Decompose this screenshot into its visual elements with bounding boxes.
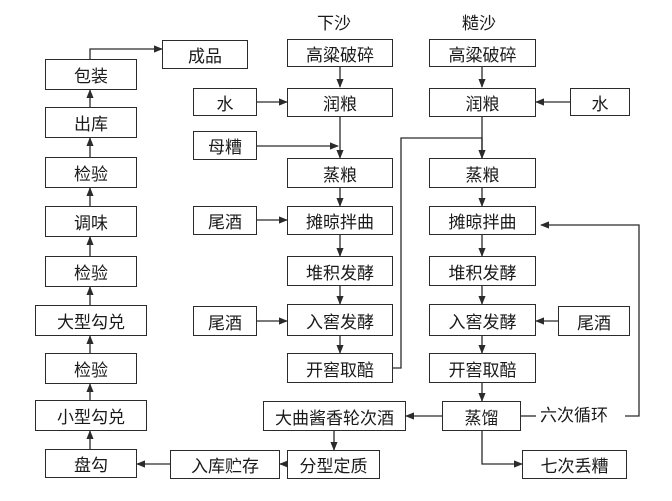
zaosha-water-box: 水 — [570, 88, 630, 116]
zaosha-open-box: 开窖取醅 — [429, 353, 536, 383]
distill-box: 蒸馏 — [442, 401, 521, 431]
arrow-cycle-return — [540, 221, 640, 417]
zaosha-cellar-box: 入窖发酵 — [429, 304, 536, 336]
check-2-box: 检验 — [45, 256, 137, 287]
storage-box: 入库贮存 — [170, 450, 280, 479]
xiasha-tail-liquor-box: 尾酒 — [193, 206, 257, 235]
zaosha-moisten-box: 润粮 — [429, 88, 536, 117]
out-box: 出库 — [45, 107, 137, 138]
xiasha-water-box: 水 — [193, 88, 257, 116]
discard-box: 七次丢糟 — [522, 450, 627, 479]
xiasha-tail-liquor-2-box: 尾酒 — [193, 306, 257, 336]
mother-grains-box: 母糟 — [193, 131, 257, 160]
check-1-box: 检验 — [45, 353, 137, 384]
zaosha-spread-box: 摊晾拌曲 — [429, 206, 536, 235]
arrow-pack-product — [89, 45, 163, 59]
zaosha-tail-liquor-box: 尾酒 — [558, 306, 630, 336]
product-box: 成品 — [162, 40, 248, 69]
zaosha-pile-box: 堆积发酵 — [429, 256, 536, 286]
header-zaosha: 糙沙 — [462, 14, 496, 34]
zaosha-crush-box: 高粱破碎 — [429, 39, 536, 67]
pack-box: 包装 — [45, 59, 137, 90]
flavor-box: 调味 — [45, 206, 137, 237]
xiasha-pile-box: 堆积发酵 — [287, 256, 393, 286]
check-3-box: 检验 — [45, 157, 137, 188]
large-blend-box: 大型勾兑 — [35, 305, 147, 336]
grading-box: 分型定质 — [287, 450, 380, 479]
header-xiasha: 下沙 — [317, 14, 351, 34]
arrow-distill-discard — [481, 431, 523, 468]
xiasha-cellar-box: 入窖发酵 — [287, 304, 393, 336]
xiasha-steam-box: 蒸粮 — [287, 158, 393, 188]
xiasha-open-box: 开窖取醅 — [287, 353, 393, 383]
xiasha-moisten-box: 润粮 — [287, 88, 393, 117]
xiasha-spread-box: 摊晾拌曲 — [287, 206, 393, 235]
blend-plate-box: 盘勾 — [45, 449, 137, 478]
zaosha-steam-box: 蒸粮 — [429, 158, 536, 188]
xiasha-crush-box: 高粱破碎 — [287, 39, 393, 67]
cycle-label: 六次循环 — [540, 406, 608, 426]
base-liquor-box: 大曲酱香轮次酒 — [263, 401, 406, 431]
small-blend-box: 小型勾兑 — [35, 400, 147, 431]
